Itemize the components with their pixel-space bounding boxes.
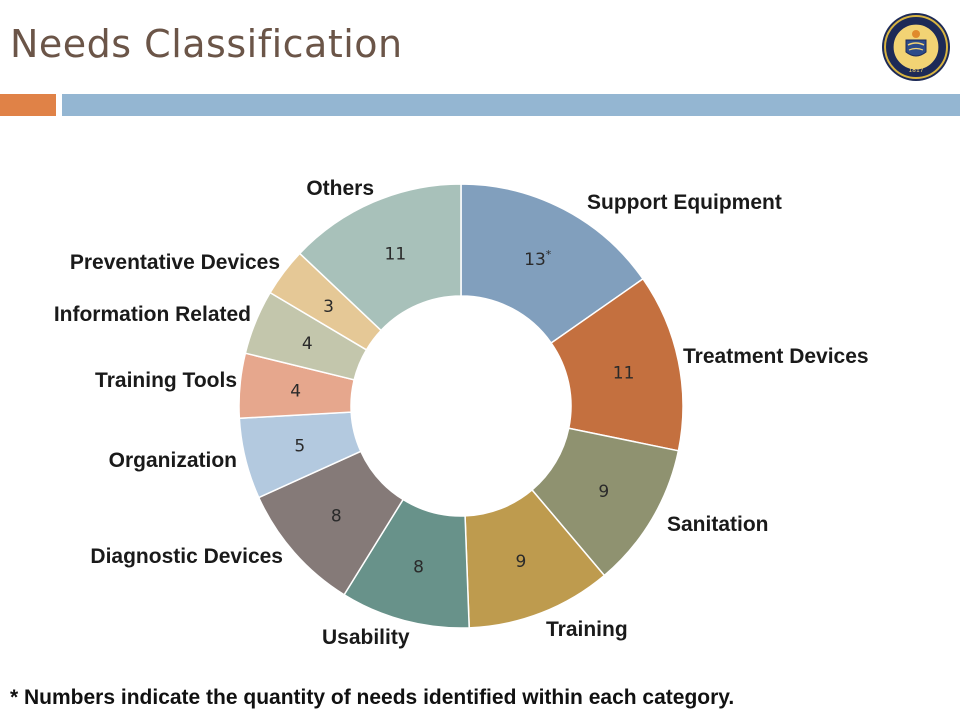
category-label: Sanitation [667, 513, 769, 536]
donut-slice [298, 183, 462, 332]
category-label: Training [546, 618, 628, 641]
category-label: Others [306, 177, 374, 200]
donut-slice [460, 183, 645, 345]
category-label: Support Equipment [587, 191, 782, 214]
slice-value-mark: * [546, 248, 552, 261]
category-label: Diagnostic Devices [90, 545, 283, 568]
slice-value-label: 4 [302, 334, 313, 354]
slice-value-label: 8 [413, 557, 424, 577]
accent-bar-orange [0, 94, 56, 116]
slide-title: Needs Classification [10, 22, 403, 66]
slice-value-label: 8 [331, 507, 342, 527]
slice-value-label: 9 [516, 552, 527, 572]
slice-value-label: 11 [613, 363, 635, 383]
category-label: Treatment Devices [683, 345, 869, 368]
category-label: Training Tools [95, 369, 237, 392]
seal-year: 1817 [908, 67, 923, 74]
category-label: Information Related [54, 303, 251, 326]
category-label: Preventative Devices [70, 251, 280, 274]
university-seal-logo: 1817 [882, 13, 950, 81]
slice-value-label: 13* [524, 248, 552, 270]
slice-value-label: 4 [290, 382, 301, 402]
category-label: Organization [109, 449, 237, 472]
chart-footnote: * Numbers indicate the quantity of needs… [10, 686, 735, 709]
slice-value-label: 3 [323, 297, 334, 317]
slice-value-label: 5 [294, 436, 305, 456]
slice-value-label: 11 [385, 245, 407, 265]
category-label: Usability [322, 626, 410, 649]
slice-value-label: 9 [598, 482, 609, 502]
accent-bar-blue [62, 94, 960, 116]
